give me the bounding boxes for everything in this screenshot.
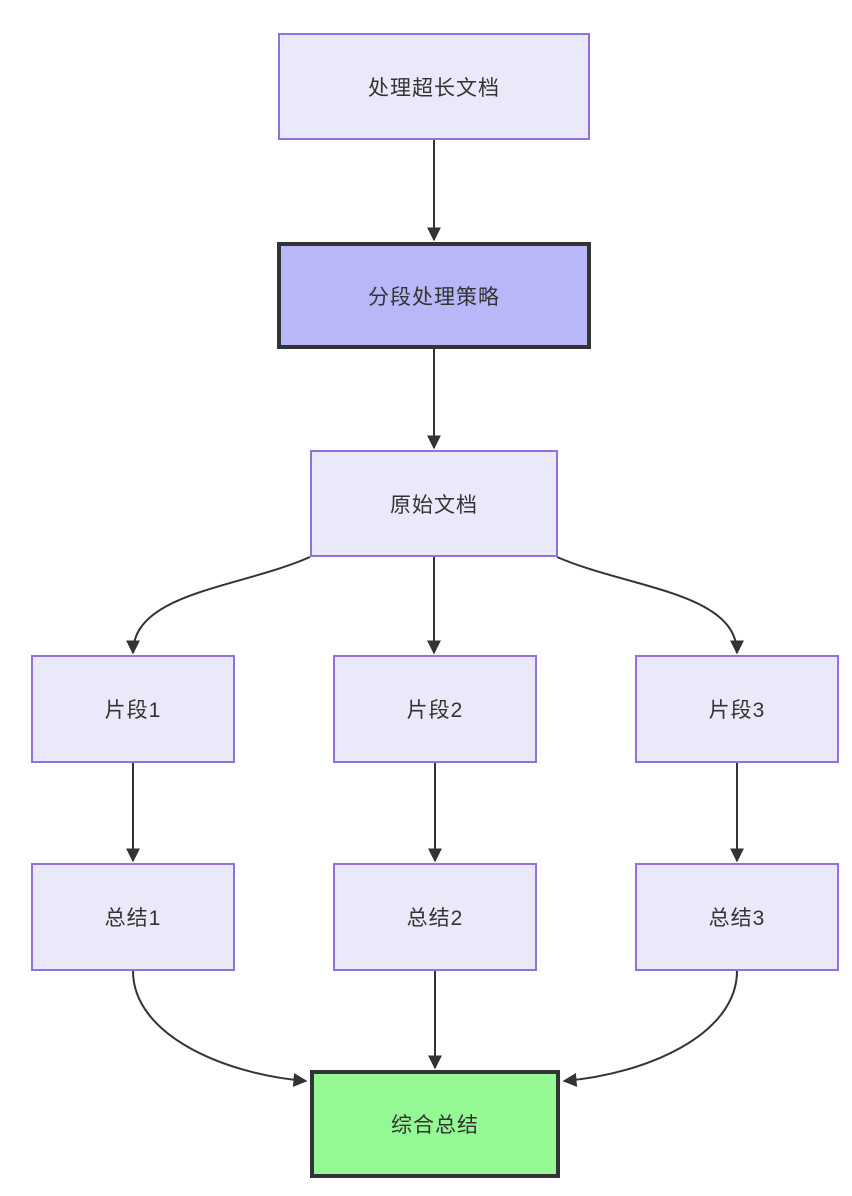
node-summary-3: 总结3 xyxy=(635,863,839,971)
edge-original-to-seg3 xyxy=(556,556,744,655)
node-segment-strategy: 分段处理策略 xyxy=(277,242,591,349)
node-segment-2: 片段2 xyxy=(333,655,537,763)
node-segment-3: 片段3 xyxy=(635,655,839,763)
node-summary-1: 总结1 xyxy=(31,863,235,971)
node-summary-2: 总结2 xyxy=(333,863,537,971)
edge-sum1-to-final xyxy=(132,970,308,1087)
node-original-doc: 原始文档 xyxy=(310,450,558,557)
edge-sum3-to-final xyxy=(562,970,738,1087)
node-segment-1: 片段1 xyxy=(31,655,235,763)
node-final-summary: 综合总结 xyxy=(310,1070,560,1178)
node-process-long-doc: 处理超长文档 xyxy=(278,33,590,140)
edge-original-to-seg1 xyxy=(126,556,311,655)
